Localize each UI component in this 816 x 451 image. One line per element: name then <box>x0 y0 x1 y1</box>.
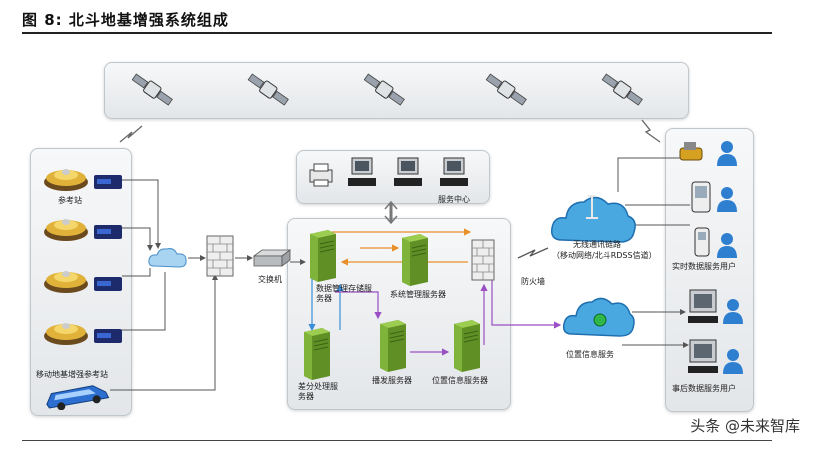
diff-processing-server-label: 差分处理服务器 <box>298 382 338 401</box>
reference-station-label: 参考站 <box>58 196 82 205</box>
phone-icon <box>694 227 710 257</box>
sat-bolt-left <box>119 125 143 143</box>
vehicle-icon <box>46 385 110 410</box>
station-wire-4 <box>122 272 166 331</box>
firewall-icon <box>471 239 495 281</box>
network-cloud-icon <box>148 248 187 268</box>
server-icon <box>310 230 336 282</box>
station-wire-1 <box>122 179 161 249</box>
purple-to-position-cloud <box>491 280 562 329</box>
workstation-icon <box>688 289 718 323</box>
server-icon <box>402 234 428 286</box>
user-icon <box>717 233 737 258</box>
reference-station-icon <box>44 323 122 345</box>
station-wire-2 <box>122 227 153 251</box>
satellite-icon <box>363 73 405 106</box>
reference-station-icon <box>44 219 122 241</box>
satellite-icon <box>601 73 643 106</box>
user-icon <box>717 187 737 212</box>
user-icon <box>723 299 743 324</box>
computer-icon <box>394 157 422 186</box>
wireless-bolt <box>517 247 549 259</box>
handheld-icon <box>691 181 711 213</box>
vehicle-terminal-icon <box>679 142 703 161</box>
postprocess-user-label: 事后数据服务用户 <box>672 384 736 393</box>
cloud-to-realtime-top <box>617 157 690 192</box>
mobile-station-label: 移动地基增强参考站 <box>36 370 108 379</box>
workstation-icon <box>688 339 718 373</box>
reference-station-icon <box>44 169 122 191</box>
service-center-label: 服务中心 <box>438 195 470 204</box>
mobile-to-firewall <box>110 274 218 391</box>
printer-icon <box>309 163 333 187</box>
position-info-service-label: 位置信息服务 <box>566 350 614 359</box>
figure-title: 图 8: 北斗地基增强系统组成 <box>22 11 229 29</box>
server-icon <box>304 328 330 380</box>
user-icon <box>717 141 737 166</box>
computer-icon <box>348 157 376 186</box>
broadcast-server-label: 播发服务器 <box>372 376 412 385</box>
computer-icon <box>440 157 468 186</box>
firewall-label: 防火墙 <box>521 277 545 286</box>
wireless-cloud-icon <box>550 195 636 243</box>
position-cloud-icon <box>562 297 635 337</box>
satellite-panel <box>104 62 689 119</box>
server-icon <box>380 320 406 372</box>
satellite-icon <box>247 73 289 106</box>
data-storage-server-label: 数据管理存储服务器 <box>316 284 372 303</box>
station-wire-3 <box>122 268 151 277</box>
reference-station-icon <box>44 271 122 293</box>
purple-to-broadcast <box>335 291 382 320</box>
watermark: 头条 @未来智库 <box>690 417 800 435</box>
switch-label: 交换机 <box>258 275 282 284</box>
server-icon <box>454 320 480 372</box>
system-mgmt-server-label: 系统管理服务器 <box>390 290 446 299</box>
user-icon <box>723 349 743 374</box>
realtime-user-label: 实时数据服务用户 <box>672 262 736 271</box>
wireless-link-label: 无线通讯链路 <box>573 240 621 249</box>
title-rule <box>22 32 772 34</box>
position-info-server-label: 位置信息服务器 <box>432 376 488 385</box>
satellite-icon <box>131 73 173 106</box>
firewall-icon <box>206 235 234 277</box>
satellite-icon <box>485 73 527 106</box>
switch-icon <box>252 249 292 267</box>
bottom-rule <box>22 440 772 441</box>
sat-bolt-right <box>641 119 661 143</box>
user-panel <box>665 128 754 412</box>
wireless-link-sub-label: （移动网络/北斗RDSS信道） <box>552 251 657 260</box>
